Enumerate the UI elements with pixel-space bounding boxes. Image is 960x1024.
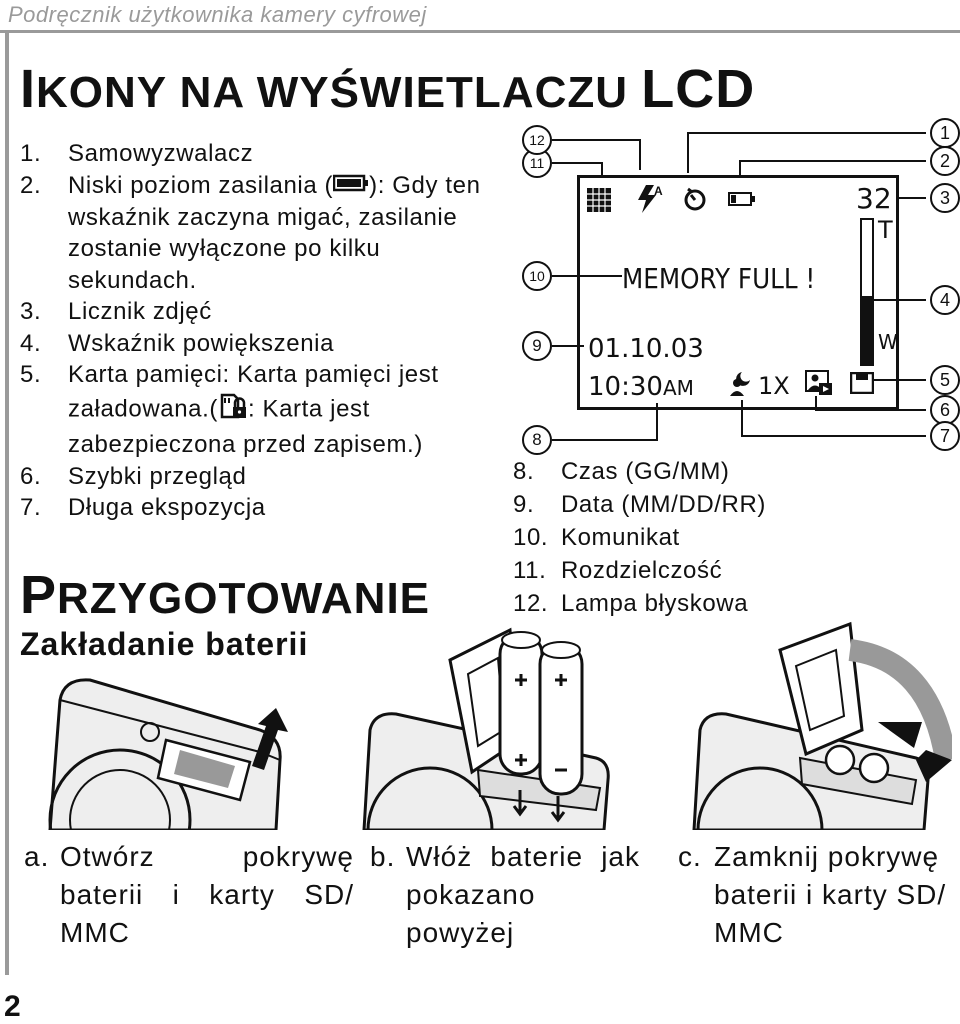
list-item: 12.Lampa błyskowa bbox=[513, 590, 749, 617]
list-item: 2.Niski poziom zasilania (): Gdy ten wsk… bbox=[20, 170, 481, 294]
lcd-screen: A 32 T W MEMORY FULL ! 01.10.03 10:30AM … bbox=[577, 175, 899, 410]
resolution-icon bbox=[587, 188, 611, 212]
shot-counter: 32 bbox=[856, 182, 892, 215]
long-exposure-icon bbox=[730, 372, 750, 396]
digital-zoom-factor: 1X bbox=[758, 372, 790, 400]
list-item: 4.Wskaźnik powiększenia bbox=[20, 329, 335, 357]
list-item: 1.Samowyzwalacz bbox=[20, 140, 254, 167]
list-item: 3.Licznik zdjęć bbox=[20, 298, 212, 326]
callout-7: 7 bbox=[930, 421, 960, 451]
quick-review-icon bbox=[805, 370, 832, 395]
zoom-level-fill bbox=[860, 296, 874, 366]
caption-a: a. Otwórz pokrywę baterii i karty SD/ MM… bbox=[24, 841, 354, 948]
flash-mode-label: A bbox=[654, 184, 663, 198]
callout-9: 9 bbox=[522, 331, 552, 361]
list-item: 11.Rozdzielczość bbox=[513, 557, 723, 584]
callout-4: 4 bbox=[930, 285, 960, 315]
list-item: 5.Karta pamięci: Karta pamięci jest zała… bbox=[20, 361, 439, 459]
list-item: 6.Szybki przegląd bbox=[20, 462, 247, 490]
header-rule bbox=[0, 30, 960, 33]
battery-low-icon bbox=[332, 170, 369, 202]
illustration-insert-batteries bbox=[362, 627, 610, 830]
list-item: 8.Czas (GG/MM) bbox=[513, 458, 730, 485]
zoom-wide-label: W bbox=[878, 330, 898, 354]
card-locked-icon bbox=[218, 391, 248, 430]
battery-low-icon bbox=[728, 192, 755, 206]
battery-left bbox=[498, 631, 544, 776]
page-number: 2 bbox=[4, 990, 21, 1023]
callout-1: 1 bbox=[930, 118, 960, 148]
flash-auto-icon bbox=[638, 185, 656, 213]
list-item: 9.Data (MM/DD/RR) bbox=[513, 491, 766, 518]
self-timer-icon bbox=[684, 187, 706, 211]
illustration-open-cover bbox=[48, 678, 288, 830]
zoom-tele-label: T bbox=[878, 216, 893, 244]
lcd-icon-list: 1.Samowyzwalacz 2.Niski poziom zasilania… bbox=[20, 138, 490, 524]
lcd-icon-list-continued: 8.Czas (GG/MM) 9.Data (MM/DD/RR) 10.Komu… bbox=[513, 455, 766, 620]
section-title-lcd-icons: IKONY NA WYŚWIETLACZU LCD bbox=[20, 59, 756, 119]
caption-c: c. Zamknij pokrywę baterii i karty SD/ M… bbox=[678, 841, 947, 948]
callout-8: 8 bbox=[522, 425, 552, 455]
lcd-date: 01.10.03 bbox=[588, 334, 704, 364]
list-item: 7.Długa ekspozycja bbox=[20, 494, 266, 522]
callout-2: 2 bbox=[930, 146, 960, 176]
subsection-title-battery: Zakładanie baterii bbox=[20, 626, 309, 662]
callout-3: 3 bbox=[930, 183, 960, 213]
battery-right bbox=[538, 641, 584, 796]
margin-rule bbox=[5, 30, 9, 975]
memory-card-icon bbox=[850, 372, 874, 394]
section-title-preparation: PRZYGOTOWANIE bbox=[20, 565, 431, 625]
lcd-time: 10:30AM bbox=[588, 372, 694, 402]
running-header: Podręcznik użytkownika kamery cyfrowej bbox=[8, 2, 427, 27]
lcd-message: MEMORY FULL ! bbox=[622, 262, 816, 295]
illustration-close-cover bbox=[692, 621, 952, 830]
callout-5: 5 bbox=[930, 365, 960, 395]
callout-10: 10 bbox=[522, 261, 552, 291]
caption-b: b. Włóż baterie jak pokazano powyżej bbox=[370, 841, 640, 948]
callout-12: 12 bbox=[522, 125, 552, 155]
list-item: 10.Komunikat bbox=[513, 524, 680, 551]
lcd-diagram bbox=[552, 132, 926, 441]
